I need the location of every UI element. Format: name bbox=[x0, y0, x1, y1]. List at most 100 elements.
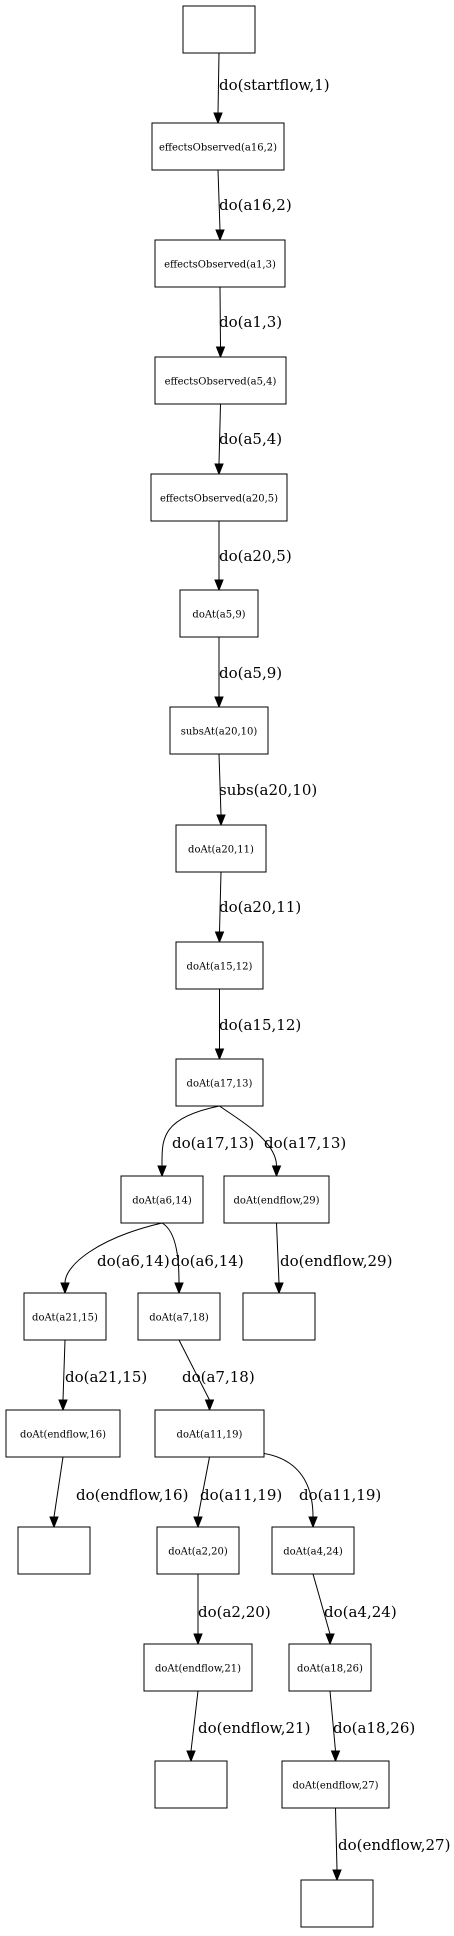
node-box bbox=[150, 473, 288, 522]
node-label: doAt(a21,15) bbox=[32, 1313, 98, 1324]
edge-label: do(a11,19) bbox=[200, 1486, 282, 1504]
node-label: doAt(a5,9) bbox=[192, 610, 245, 621]
diagram-node: doAt(endflow,27) bbox=[281, 1760, 390, 1809]
node-label: doAt(endflow,29) bbox=[233, 1196, 319, 1207]
edge-label: do(a5,9) bbox=[219, 664, 282, 682]
arrowhead-icon bbox=[213, 112, 223, 125]
arrowhead-icon bbox=[174, 1282, 184, 1295]
diagram-node: doAt(a17,13) bbox=[175, 1058, 264, 1107]
diagram-edge: do(endflow,29) bbox=[274, 1222, 392, 1295]
diagram-edge: do(a17,13) bbox=[157, 1105, 254, 1178]
diagram-edge: do(a21,15) bbox=[58, 1339, 147, 1412]
node-label: doAt(a15,12) bbox=[187, 962, 253, 973]
diagram-edge: do(a18,26) bbox=[329, 1690, 415, 1763]
edge-line bbox=[209, 1451, 314, 1518]
arrowhead-icon bbox=[332, 1869, 342, 1882]
edge-line bbox=[335, 1807, 338, 1871]
node-box bbox=[288, 1643, 372, 1692]
node-box bbox=[169, 706, 269, 755]
edge-label: subs(a20,10) bbox=[219, 781, 317, 799]
diagram-edge: do(a2,20) bbox=[193, 1574, 271, 1646]
arrowhead-icon bbox=[204, 1399, 215, 1412]
node-label: subsAt(a20,10) bbox=[181, 727, 258, 738]
edge-line bbox=[161, 1222, 180, 1284]
arrowhead-icon bbox=[49, 1516, 59, 1529]
edge-line bbox=[312, 1573, 331, 1635]
diagram-edge: do(a5,4) bbox=[214, 403, 282, 476]
diagram-node: doAt(a5,9) bbox=[179, 589, 259, 638]
diagram-node: effectsObserved(a1,3) bbox=[154, 239, 286, 288]
diagram-node bbox=[300, 1879, 374, 1928]
edge-line bbox=[219, 871, 222, 933]
diagram-node: doAt(a15,12) bbox=[175, 941, 264, 990]
diagram-node: doAt(a2,20) bbox=[156, 1526, 240, 1575]
arrowhead-icon bbox=[157, 1165, 167, 1178]
node-label: doAt(a11,19) bbox=[177, 1430, 243, 1441]
diagram-node: doAt(endflow,29) bbox=[223, 1175, 330, 1224]
edge-line bbox=[197, 1456, 210, 1518]
node-label: effectsObserved(a16,2) bbox=[159, 143, 277, 154]
diagram-edge: do(a20,5) bbox=[214, 521, 292, 592]
diagram-edge: do(a11,19) bbox=[193, 1456, 282, 1529]
arrowhead-icon bbox=[193, 1633, 203, 1646]
edge-label: do(a20,5) bbox=[219, 547, 292, 565]
edge-label: do(endflow,29) bbox=[280, 1252, 392, 1270]
diagram-edge: do(a17,13) bbox=[219, 1105, 346, 1178]
edge-line bbox=[178, 1339, 210, 1401]
node-label: doAt(a7,18) bbox=[149, 1313, 209, 1324]
node-label: effectsObserved(a5,4) bbox=[165, 377, 277, 388]
arrowhead-icon bbox=[214, 463, 224, 476]
diagram-node bbox=[154, 1760, 228, 1809]
edge-label: do(a15,12) bbox=[219, 1016, 301, 1034]
diagram-node: effectsObserved(a5,4) bbox=[154, 356, 287, 405]
edge-label: do(a7,18) bbox=[182, 1368, 255, 1386]
diagram-edge: do(a6,14) bbox=[161, 1222, 244, 1295]
arrowhead-icon bbox=[186, 1750, 196, 1763]
edge-line bbox=[217, 169, 221, 231]
arrowhead-icon bbox=[215, 346, 226, 359]
node-box bbox=[137, 1292, 221, 1341]
node-label: effectsObserved(a20,5) bbox=[160, 494, 278, 505]
arrowhead-icon bbox=[60, 1282, 70, 1295]
diagram-node: doAt(a21,15) bbox=[23, 1292, 107, 1341]
edge-label: do(a2,20) bbox=[198, 1603, 271, 1621]
diagram-node: subsAt(a20,10) bbox=[169, 706, 269, 755]
edge-label: do(endflow,21) bbox=[198, 1719, 310, 1737]
node-box bbox=[154, 239, 286, 288]
edge-label: do(endflow,16) bbox=[76, 1486, 188, 1504]
diagram-edge: do(endflow,16) bbox=[49, 1456, 188, 1529]
arrowhead-icon bbox=[214, 1048, 225, 1061]
arrowhead-icon bbox=[271, 1165, 282, 1178]
diagram-node: doAt(a11,19) bbox=[154, 1409, 265, 1458]
diagram-node bbox=[17, 1526, 91, 1575]
edge-line bbox=[217, 52, 220, 114]
arrowhead-icon bbox=[216, 814, 226, 827]
node-label: doAt(a4,24) bbox=[283, 1547, 343, 1558]
arrowhead-icon bbox=[325, 1633, 335, 1646]
arrowhead-icon bbox=[308, 1516, 318, 1529]
arrowhead-icon bbox=[215, 229, 225, 242]
node-label: doAt(a2,20) bbox=[168, 1547, 228, 1558]
node-box bbox=[120, 1175, 204, 1224]
node-box bbox=[271, 1526, 355, 1575]
node-box bbox=[151, 122, 285, 171]
edge-line bbox=[161, 1105, 220, 1167]
arrowhead-icon bbox=[214, 696, 224, 709]
node-label: doAt(endflow,21) bbox=[155, 1664, 241, 1675]
diagram-edge: do(a5,9) bbox=[214, 637, 282, 709]
node-label: doAt(endflow,16) bbox=[20, 1430, 106, 1441]
node-box bbox=[154, 1409, 265, 1458]
edge-label: do(startflow,1) bbox=[219, 76, 330, 94]
node-box bbox=[223, 1175, 330, 1224]
edge-label: do(a5,4) bbox=[219, 430, 282, 448]
diagram-edge: do(a7,18) bbox=[178, 1339, 255, 1412]
node-label: doAt(a20,11) bbox=[188, 845, 254, 856]
diagram-node: doAt(endflow,16) bbox=[5, 1409, 121, 1458]
edge-line bbox=[218, 753, 222, 816]
node-box bbox=[175, 824, 267, 873]
edge-label: do(a4,24) bbox=[324, 1603, 397, 1621]
node-label: effectsObserved(a1,3) bbox=[164, 260, 276, 271]
edge-label: do(a17,13) bbox=[172, 1134, 254, 1152]
diagram-node: doAt(a4,24) bbox=[271, 1526, 355, 1575]
edge-line bbox=[190, 1690, 199, 1752]
